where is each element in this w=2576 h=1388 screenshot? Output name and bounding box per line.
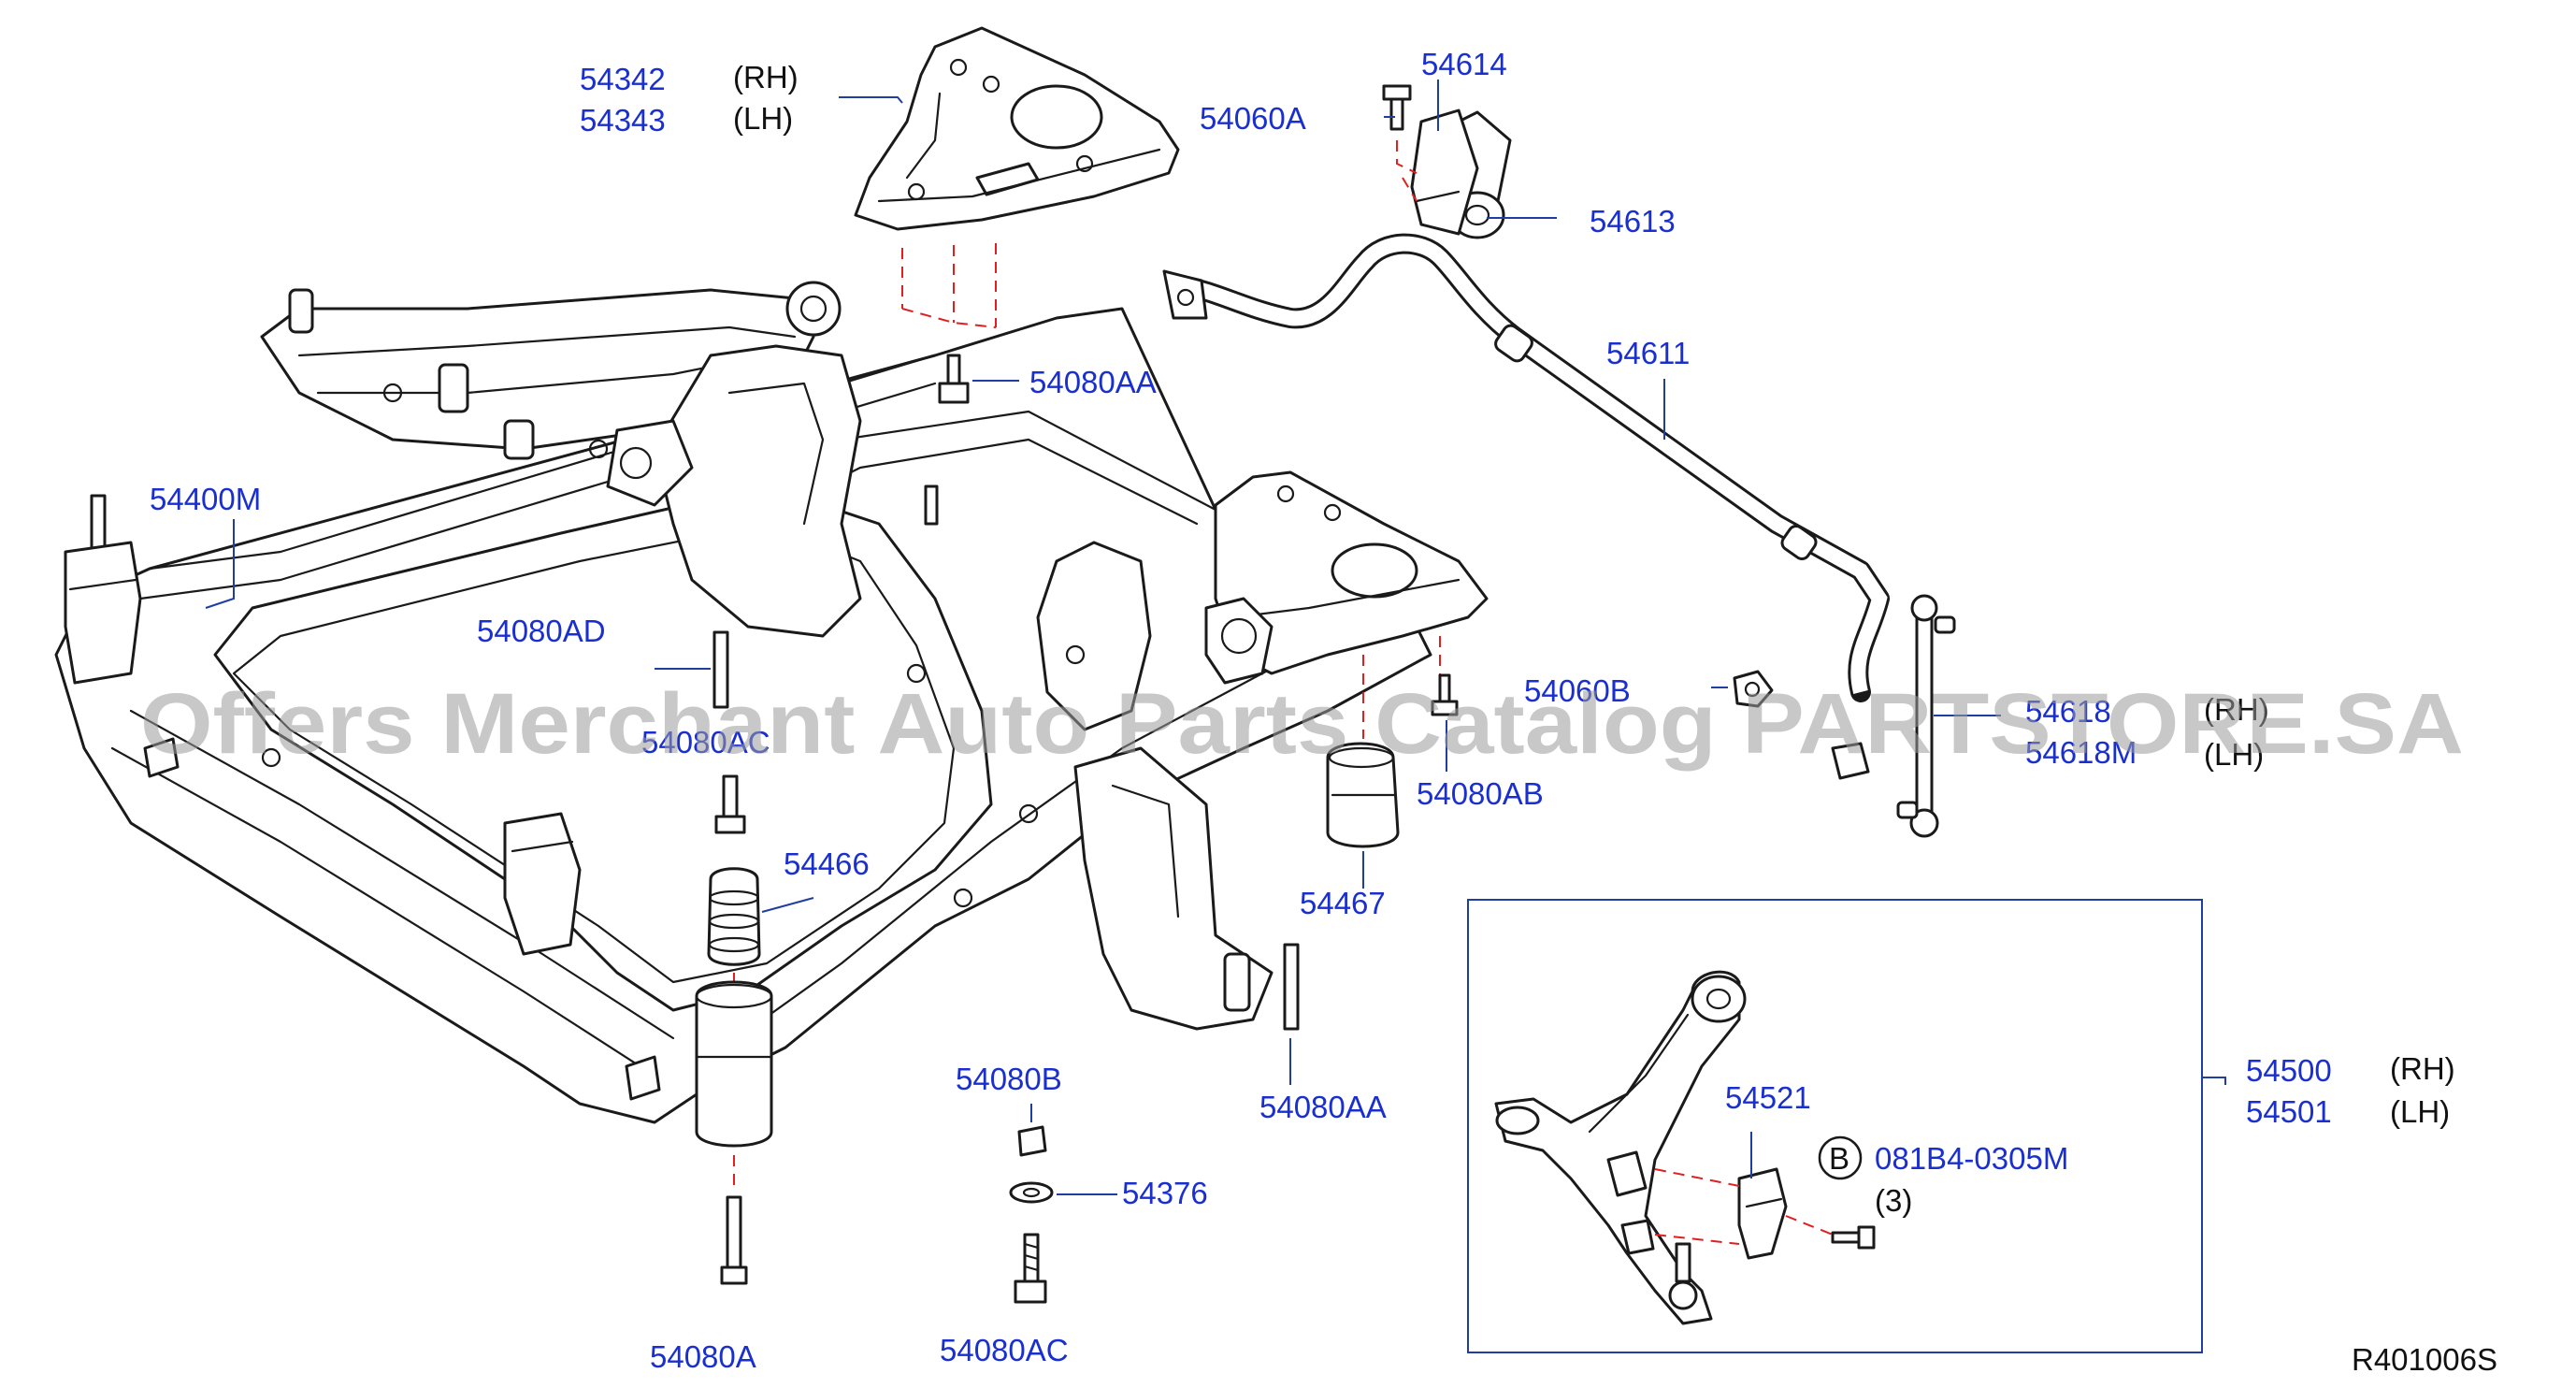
label-54060A: 54060A bbox=[1200, 101, 1306, 136]
bracket-54521 bbox=[1737, 1167, 1788, 1260]
nut-54060B bbox=[1733, 670, 1774, 708]
label-54613: 54613 bbox=[1590, 204, 1676, 239]
label-54080B: 54080B bbox=[956, 1062, 1062, 1096]
leader-lines bbox=[205, 80, 2226, 1195]
bolt-54080AA-upper bbox=[938, 354, 970, 404]
watermark: Offers Merchant Auto Parts Catalog PARTS… bbox=[140, 676, 2464, 772]
label-54080AC-mid: 54080AC bbox=[641, 725, 770, 759]
washer-54376 bbox=[1009, 1181, 1054, 1204]
part-labels: 54342 (RH) 54343 (LH) 54060A 54614 54613… bbox=[150, 47, 2497, 1377]
label-54376: 54376 bbox=[1122, 1176, 1208, 1210]
label-54618-side: (RH) bbox=[2204, 692, 2269, 727]
label-54501: 54501 bbox=[2246, 1094, 2332, 1129]
bolt-54080AB bbox=[1431, 673, 1459, 716]
transverse-link-lower-arm bbox=[1494, 970, 1747, 1325]
bushing-54466 bbox=[707, 867, 761, 966]
label-54500-side: (RH) bbox=[2390, 1051, 2455, 1086]
callout-b-circle bbox=[1818, 1135, 1863, 1180]
bushing-54467 bbox=[1326, 742, 1400, 848]
label-54614: 54614 bbox=[1421, 47, 1507, 81]
stud-54080A bbox=[720, 1195, 748, 1285]
label-54521: 54521 bbox=[1725, 1080, 1811, 1115]
stabilizer-bar bbox=[1162, 233, 1890, 702]
label-54467: 54467 bbox=[1300, 886, 1386, 920]
label-54342: 54342 bbox=[580, 62, 666, 96]
label-54466: 54466 bbox=[784, 846, 870, 881]
label-quantity: (3) bbox=[1875, 1183, 1912, 1218]
label-54080AB: 54080AB bbox=[1417, 776, 1544, 811]
label-54618: 54618 bbox=[2025, 694, 2111, 729]
label-54080A: 54080A bbox=[650, 1339, 756, 1374]
stabilizer-connecting-rod bbox=[1831, 594, 1956, 838]
label-54611: 54611 bbox=[1606, 336, 1690, 370]
stud-54080AD bbox=[712, 630, 729, 709]
stud-54080AC-mid bbox=[714, 774, 746, 834]
label-54400M: 54400M bbox=[150, 482, 261, 516]
front-subframe bbox=[54, 281, 1489, 1124]
bolt-54080AC-lower bbox=[1014, 1233, 1047, 1304]
label-54618M-side: (LH) bbox=[2204, 737, 2264, 772]
label-54618M: 54618M bbox=[2025, 735, 2137, 770]
bolt-081B4-0305M bbox=[1831, 1225, 1876, 1250]
front-suspension-bracket bbox=[854, 26, 1180, 231]
label-54080AC-lower: 54080AC bbox=[940, 1333, 1069, 1367]
label-54500: 54500 bbox=[2246, 1053, 2332, 1088]
label-081B4-0305M: 081B4-0305M bbox=[1875, 1141, 2068, 1176]
label-54343-side: (LH) bbox=[733, 101, 793, 136]
label-54343: 54343 bbox=[580, 103, 666, 137]
label-54080AD: 54080AD bbox=[477, 614, 606, 648]
callout-b-letter: B bbox=[1829, 1141, 1849, 1176]
subframe-mount-tube bbox=[695, 980, 773, 1148]
nut-54080B bbox=[1017, 1125, 1047, 1157]
drawing-reference: R401006S bbox=[2352, 1342, 2497, 1377]
label-54060B: 54060B bbox=[1524, 673, 1631, 708]
label-54501-side: (LH) bbox=[2390, 1094, 2450, 1129]
lower-arm-detail-box bbox=[1467, 899, 2203, 1353]
label-54080AA-upper: 54080AA bbox=[1029, 365, 1157, 399]
label-54342-side: (RH) bbox=[733, 60, 799, 94]
bolt-54060A bbox=[1382, 84, 1412, 131]
stud-54080AA-lower bbox=[1283, 943, 1300, 1031]
label-54080AA-lower: 54080AA bbox=[1259, 1090, 1387, 1124]
stabilizer-bushing-and-clamp bbox=[1410, 108, 1512, 239]
